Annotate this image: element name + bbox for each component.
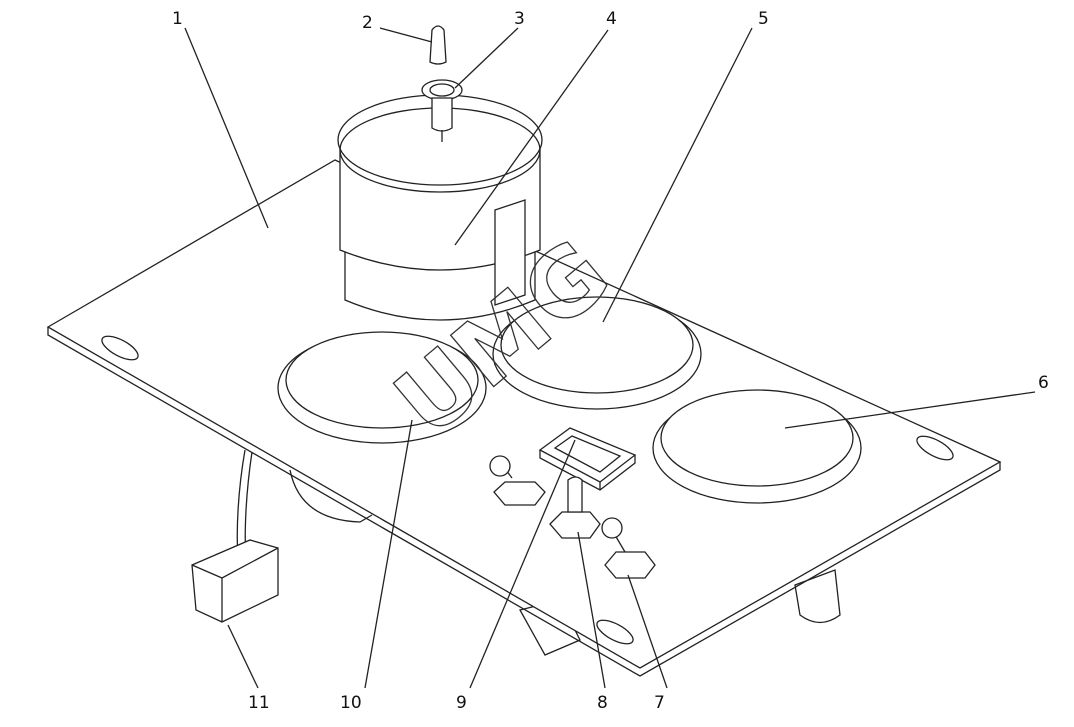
- rocker-switch-part-9: [538, 427, 637, 491]
- cylinder-part-4: [337, 94, 543, 321]
- panel-plate-part-1: [46, 159, 1002, 677]
- label-5: 5: [758, 9, 769, 29]
- button-part-10: [277, 331, 487, 444]
- bottom-post: [794, 569, 841, 624]
- label-3: 3: [514, 9, 525, 29]
- bottom-housing: [289, 469, 373, 523]
- connector-part-11: [191, 449, 279, 623]
- label-6: 6: [1038, 373, 1049, 393]
- toggle-switch-part-7: [601, 517, 656, 579]
- lamp-holder-part-3: [421, 79, 463, 142]
- label-9: 9: [456, 693, 467, 713]
- button-part-6: [652, 389, 862, 504]
- label-11: 11: [248, 693, 270, 713]
- button-part-5: [492, 296, 702, 410]
- label-1: 1: [172, 9, 183, 29]
- toggle-switch-part-8: [549, 476, 601, 539]
- leader-lines: [184, 27, 1036, 689]
- toggle-switch-left: [489, 455, 546, 506]
- label-2: 2: [362, 13, 373, 33]
- label-10: 10: [340, 693, 362, 713]
- label-4: 4: [606, 9, 617, 29]
- label-8: 8: [597, 693, 608, 713]
- label-7: 7: [654, 693, 665, 713]
- lamp-part-2: [429, 25, 447, 65]
